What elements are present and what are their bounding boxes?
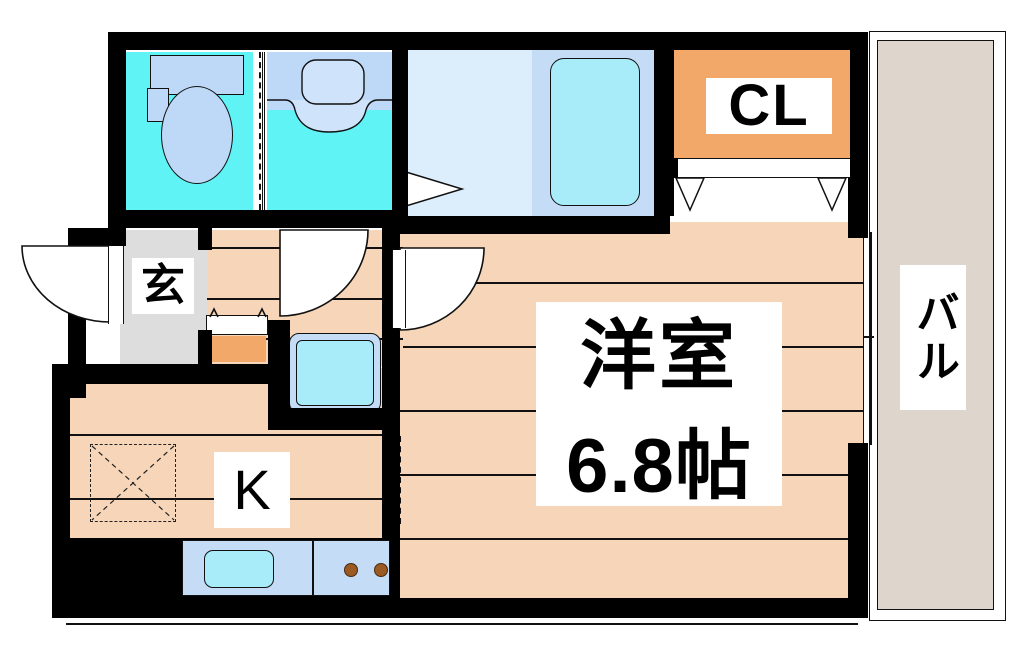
genkan-label: 玄 xyxy=(132,258,194,314)
closet-label: CL xyxy=(706,77,832,135)
wall-washer-left xyxy=(268,320,290,430)
wall-right-room-lower xyxy=(848,443,868,618)
wall-genkan-right xyxy=(198,228,212,250)
wall-right-room xyxy=(848,178,868,238)
floor-plank-line xyxy=(398,538,863,540)
wall-closet-bottom xyxy=(654,158,678,178)
wall-bathroom-bottom xyxy=(392,216,670,234)
toilet-door-track xyxy=(262,52,265,210)
kitchen-plank-line xyxy=(70,434,400,436)
balcony-sliding-door-line-b[interactable] xyxy=(870,232,872,445)
bathroom-folding-door-icon[interactable] xyxy=(404,170,472,212)
balcony-label: バル xyxy=(900,265,966,410)
wall-wetroom-bottom xyxy=(108,210,398,228)
wall-closet-right xyxy=(850,32,868,178)
genkan-inner-door-swing[interactable] xyxy=(279,229,372,320)
washing-machine-pan xyxy=(296,340,374,406)
main-room-label-line1: 洋室 xyxy=(580,314,738,399)
stove-burner-left xyxy=(344,563,358,577)
toilet-bowl xyxy=(161,86,233,184)
wall-left-outer-bottom xyxy=(52,364,70,616)
wall-hall-divider-lower xyxy=(382,318,400,430)
shoe-cabinet xyxy=(208,336,266,362)
main-room-label: 洋室 6.8帖 xyxy=(536,302,782,509)
kitchen-sink xyxy=(204,550,274,588)
wall-bathroom-right xyxy=(654,32,674,216)
kitchen-label: K xyxy=(214,452,290,528)
main-room-label-line2: 6.8帖 xyxy=(566,424,752,509)
balcony-door-mullion xyxy=(858,336,874,338)
refrigerator-space xyxy=(90,444,176,522)
wall-genkan-left xyxy=(108,228,122,248)
entrance-door-panel[interactable] xyxy=(108,246,124,324)
wall-genkan-bottom xyxy=(68,364,268,384)
room-door-swing[interactable] xyxy=(399,247,488,332)
stove-burner-right xyxy=(374,563,388,577)
balcony-sliding-door-line-a[interactable] xyxy=(862,232,864,445)
wall-top-closet xyxy=(658,32,868,50)
entrance-door-swing[interactable] xyxy=(18,245,114,326)
wall-left-upper xyxy=(108,32,126,244)
balcony-outer-frame xyxy=(869,31,1006,621)
closet-folding-door-markers[interactable] xyxy=(672,176,864,212)
counter-divider xyxy=(312,540,314,596)
floor-plank-line xyxy=(398,282,863,284)
wall-bathroom-left xyxy=(392,32,408,216)
shoe-cabinet-door-marks xyxy=(209,307,267,318)
closet-door-rail[interactable] xyxy=(674,158,860,178)
refrigerator-cross-icon xyxy=(91,445,175,521)
kitchen-partition-door[interactable] xyxy=(399,436,401,524)
balcony-inner-frame xyxy=(877,40,994,610)
room-door-panel[interactable] xyxy=(392,250,406,328)
wall-bottom-edge-line xyxy=(66,623,858,625)
bathtub xyxy=(550,58,640,206)
wall-bottom xyxy=(52,598,868,618)
wall-washer-bottom xyxy=(268,408,400,430)
wall-genkan-right-lower xyxy=(198,330,212,368)
shoe-cabinet-top xyxy=(206,315,268,335)
toilet-sliding-door[interactable] xyxy=(259,52,261,210)
vanity-basin-outline xyxy=(267,59,397,133)
